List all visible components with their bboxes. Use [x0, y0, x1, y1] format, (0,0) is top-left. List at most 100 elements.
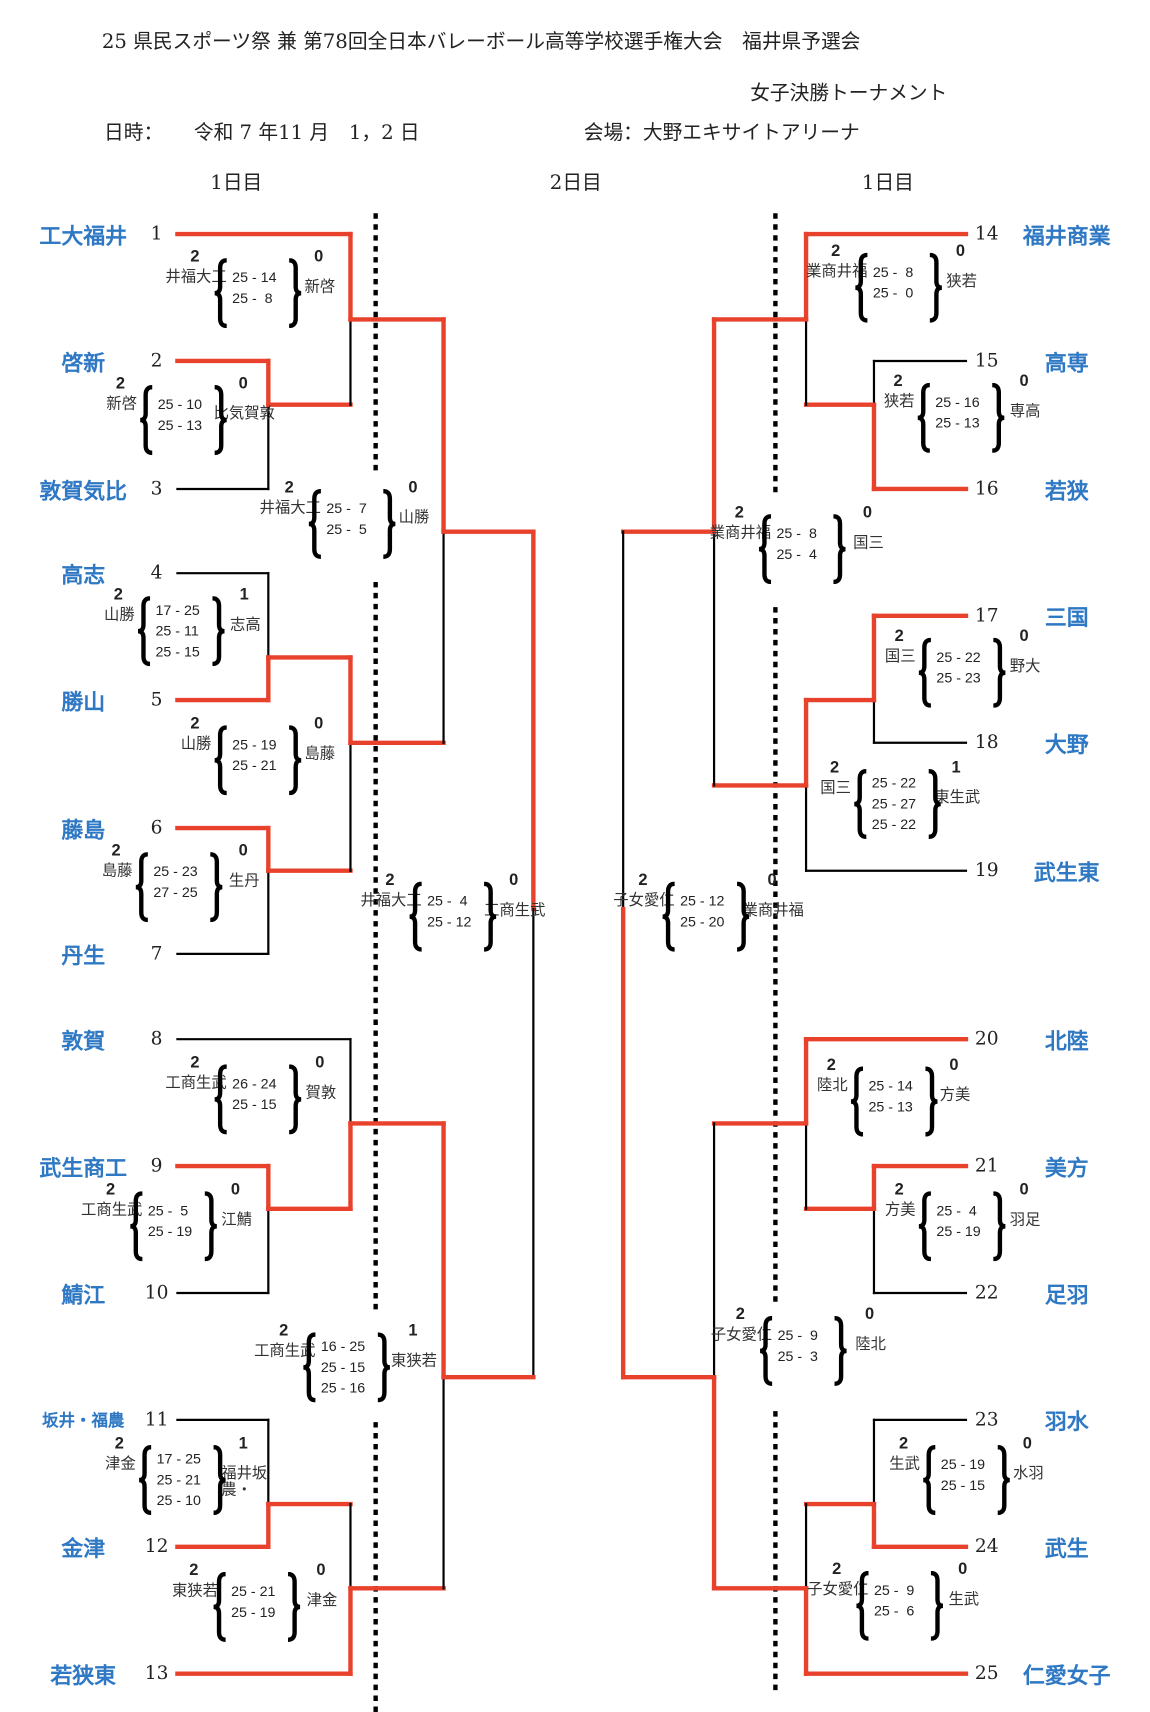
winner-set-count: 2 — [734, 503, 744, 522]
loser-set-count: 1 — [239, 585, 249, 604]
loser-name: 武生 — [946, 1590, 980, 1607]
left-brace-icon — [214, 258, 227, 329]
left-brace-icon — [409, 881, 422, 952]
set-score: 25 - 21 — [232, 756, 277, 774]
loser-name: 啓新 — [302, 277, 336, 295]
set-score: 25 - 20 — [680, 913, 725, 930]
right-brace-icon — [993, 637, 1006, 708]
set-score: 27 - 25 — [153, 883, 198, 901]
team-number: 13 — [144, 1662, 169, 1685]
winner-name: 美方 — [882, 1201, 916, 1218]
team-number: 5 — [150, 689, 163, 712]
winner-name: 北陸 — [814, 1076, 848, 1093]
set-score: 25 - 14 — [868, 1077, 913, 1094]
left-brace-icon — [135, 852, 149, 923]
set-scores: 25 - 19 25 - 21 — [232, 734, 276, 776]
team-name: 金津 — [61, 1535, 106, 1562]
team-name: 工大福井 — [39, 222, 128, 249]
left-brace-icon — [213, 1571, 226, 1642]
set-score: 25 - 15 — [155, 643, 200, 660]
loser-name: 北陸 — [853, 1335, 887, 1353]
right-brace-icon — [288, 258, 302, 329]
set-score: 25 - 19 — [231, 1603, 276, 1621]
team-number: 17 — [974, 604, 999, 627]
loser-name: 高志 — [227, 615, 261, 633]
loser-set-count: 1 — [238, 1434, 248, 1453]
winner-name: 武生商工 — [163, 1074, 227, 1091]
set-score: 25 - 22 — [871, 816, 917, 833]
winner-set-count: 2 — [826, 1055, 836, 1075]
team-name: 敦賀 — [61, 1027, 106, 1054]
right-brace-icon — [736, 881, 750, 952]
loser-set-count: 0 — [949, 1055, 959, 1075]
set-score: 25 - 7 — [326, 499, 367, 517]
team-name: 福井商業 — [1022, 222, 1111, 249]
winner-set-count: 2 — [898, 1434, 909, 1453]
team-number: 8 — [150, 1028, 163, 1051]
team-name: 藤島 — [61, 816, 106, 843]
set-score: 25 - 9 — [777, 1326, 818, 1344]
team-number: 11 — [144, 1408, 169, 1431]
winner-set-count: 2 — [111, 841, 121, 860]
set-scores: 26 - 24 25 - 15 — [232, 1073, 276, 1115]
set-score: 17 - 25 — [156, 1450, 201, 1467]
team-number: 25 — [974, 1662, 999, 1685]
set-score: 25 - 27 — [871, 795, 917, 812]
left-brace-icon — [308, 488, 322, 559]
loser-name: 三国 — [850, 533, 884, 551]
loser-set-count: 0 — [509, 870, 519, 890]
right-brace-icon — [287, 1571, 301, 1642]
set-score: 25 - 15 — [940, 1476, 986, 1494]
right-brace-icon — [929, 252, 943, 323]
loser-name: 敦賀気比 — [211, 404, 275, 422]
winner-set-count: 2 — [190, 714, 200, 733]
page-subtitle: 女子決勝トーナメント — [750, 82, 948, 106]
winner-set-count: 2 — [106, 1180, 116, 1199]
winner-name: 若狭 — [881, 392, 915, 410]
winner-set-count: 2 — [831, 241, 841, 261]
loser-set-count: 1 — [951, 758, 961, 777]
team-name: 坂井・福農 — [42, 1410, 125, 1431]
loser-name: 坂井・福農 — [219, 1464, 268, 1498]
date-value: 令和 7 年11 月 1，2 日 — [193, 121, 420, 145]
set-score: 25 - 13 — [157, 416, 203, 434]
winner-set-count: 2 — [638, 870, 648, 890]
right-brace-icon — [833, 514, 846, 585]
team-name: 武生 — [1044, 1535, 1089, 1562]
right-brace-icon — [483, 881, 497, 952]
set-score: 26 - 24 — [232, 1075, 277, 1092]
loser-name: 高専 — [1007, 402, 1041, 419]
set-score: 25 - 14 — [232, 269, 277, 286]
winner-set-count: 2 — [190, 247, 200, 266]
set-score: 25 - 19 — [232, 736, 277, 753]
left-brace-icon — [850, 1066, 864, 1137]
right-brace-icon — [925, 1066, 938, 1137]
set-score: 25 - 22 — [936, 648, 981, 666]
set-score: 25 - 6 — [873, 1602, 915, 1619]
team-number: 19 — [974, 859, 999, 882]
loser-name: 大野 — [1007, 657, 1041, 674]
right-brace-icon — [928, 769, 941, 840]
day-label-right: 1日目 — [861, 171, 914, 195]
left-brace-icon — [855, 252, 868, 323]
team-number: 23 — [974, 1408, 999, 1431]
team-name: 高志 — [61, 561, 106, 588]
team-number: 10 — [144, 1282, 169, 1304]
winner-set-count: 2 — [832, 1559, 842, 1579]
set-score: 25 - 3 — [777, 1347, 818, 1365]
set-score: 25 - 12 — [427, 913, 472, 930]
right-brace-icon — [377, 1332, 391, 1403]
team-number: 9 — [150, 1155, 163, 1178]
set-score: 25 - 15 — [232, 1096, 277, 1113]
loser-name: 足羽 — [1007, 1210, 1041, 1228]
loser-name: 美方 — [937, 1086, 971, 1103]
loser-name: 武生商工 — [481, 901, 546, 918]
